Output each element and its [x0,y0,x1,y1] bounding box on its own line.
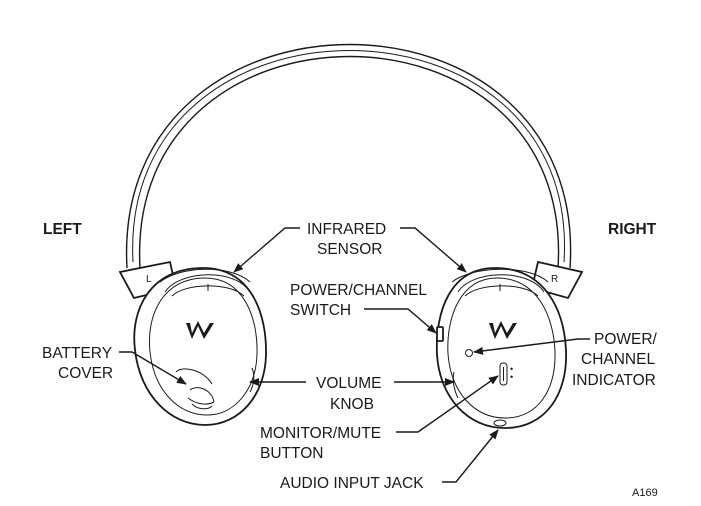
power-channel-switch-label-line1: POWER/CHANNEL [290,282,427,299]
infrared-sensor-label-line1: INFRARED [307,221,386,238]
infrared-sensor-callout: INFRARED SENSOR [233,221,467,273]
left-side-label: LEFT [43,221,82,238]
svg-text:•: • [510,364,513,374]
battery-cover-label-line1: BATTERY [42,345,112,362]
right-logo-icon [489,321,517,339]
power-channel-indicator-callout: POWER/ CHANNEL INDICATOR [473,331,658,389]
power-channel-indicator-label-line3: INDICATOR [572,372,656,389]
power-channel-switch-label-line2: SWITCH [290,302,351,319]
left-logo-icon [186,321,214,339]
left-earcup-mark: L [146,274,152,285]
infrared-sensor-label-line2: SENSOR [317,241,382,258]
monitor-mute-label-line1: MONITOR/MUTE [260,425,381,442]
power-channel-indicator-label-line1: POWER/ [594,331,658,348]
volume-knob-label-line2: KNOB [330,396,374,413]
power-channel-indicator-label-line2: CHANNEL [581,351,655,368]
battery-cover-callout: BATTERY COVER [42,345,187,385]
monitor-mute-button-callout: MONITOR/MUTE BUTTON [260,375,499,462]
left-earcup [133,267,267,426]
headband: L R [118,44,584,300]
volume-knob-callout: VOLUME KNOB [249,375,455,413]
volume-knob-label-line1: VOLUME [316,375,381,392]
monitor-mute-button[interactable] [499,362,508,386]
right-side-label: RIGHT [608,221,657,238]
audio-input-jack-callout: AUDIO INPUT JACK [280,429,499,492]
audio-input-jack[interactable] [493,419,507,427]
battery-cover-label-line2: COVER [58,365,113,382]
monitor-mute-label-line2: BUTTON [260,445,323,462]
power-channel-indicator-light [465,349,473,357]
power-channel-switch[interactable] [436,326,444,342]
figure-id: A169 [632,487,658,499]
svg-text:•: • [510,372,513,382]
audio-input-jack-label: AUDIO INPUT JACK [280,475,424,492]
power-channel-switch-callout: POWER/CHANNEL SWITCH [290,282,437,334]
right-earcup-mark: R [551,274,558,285]
